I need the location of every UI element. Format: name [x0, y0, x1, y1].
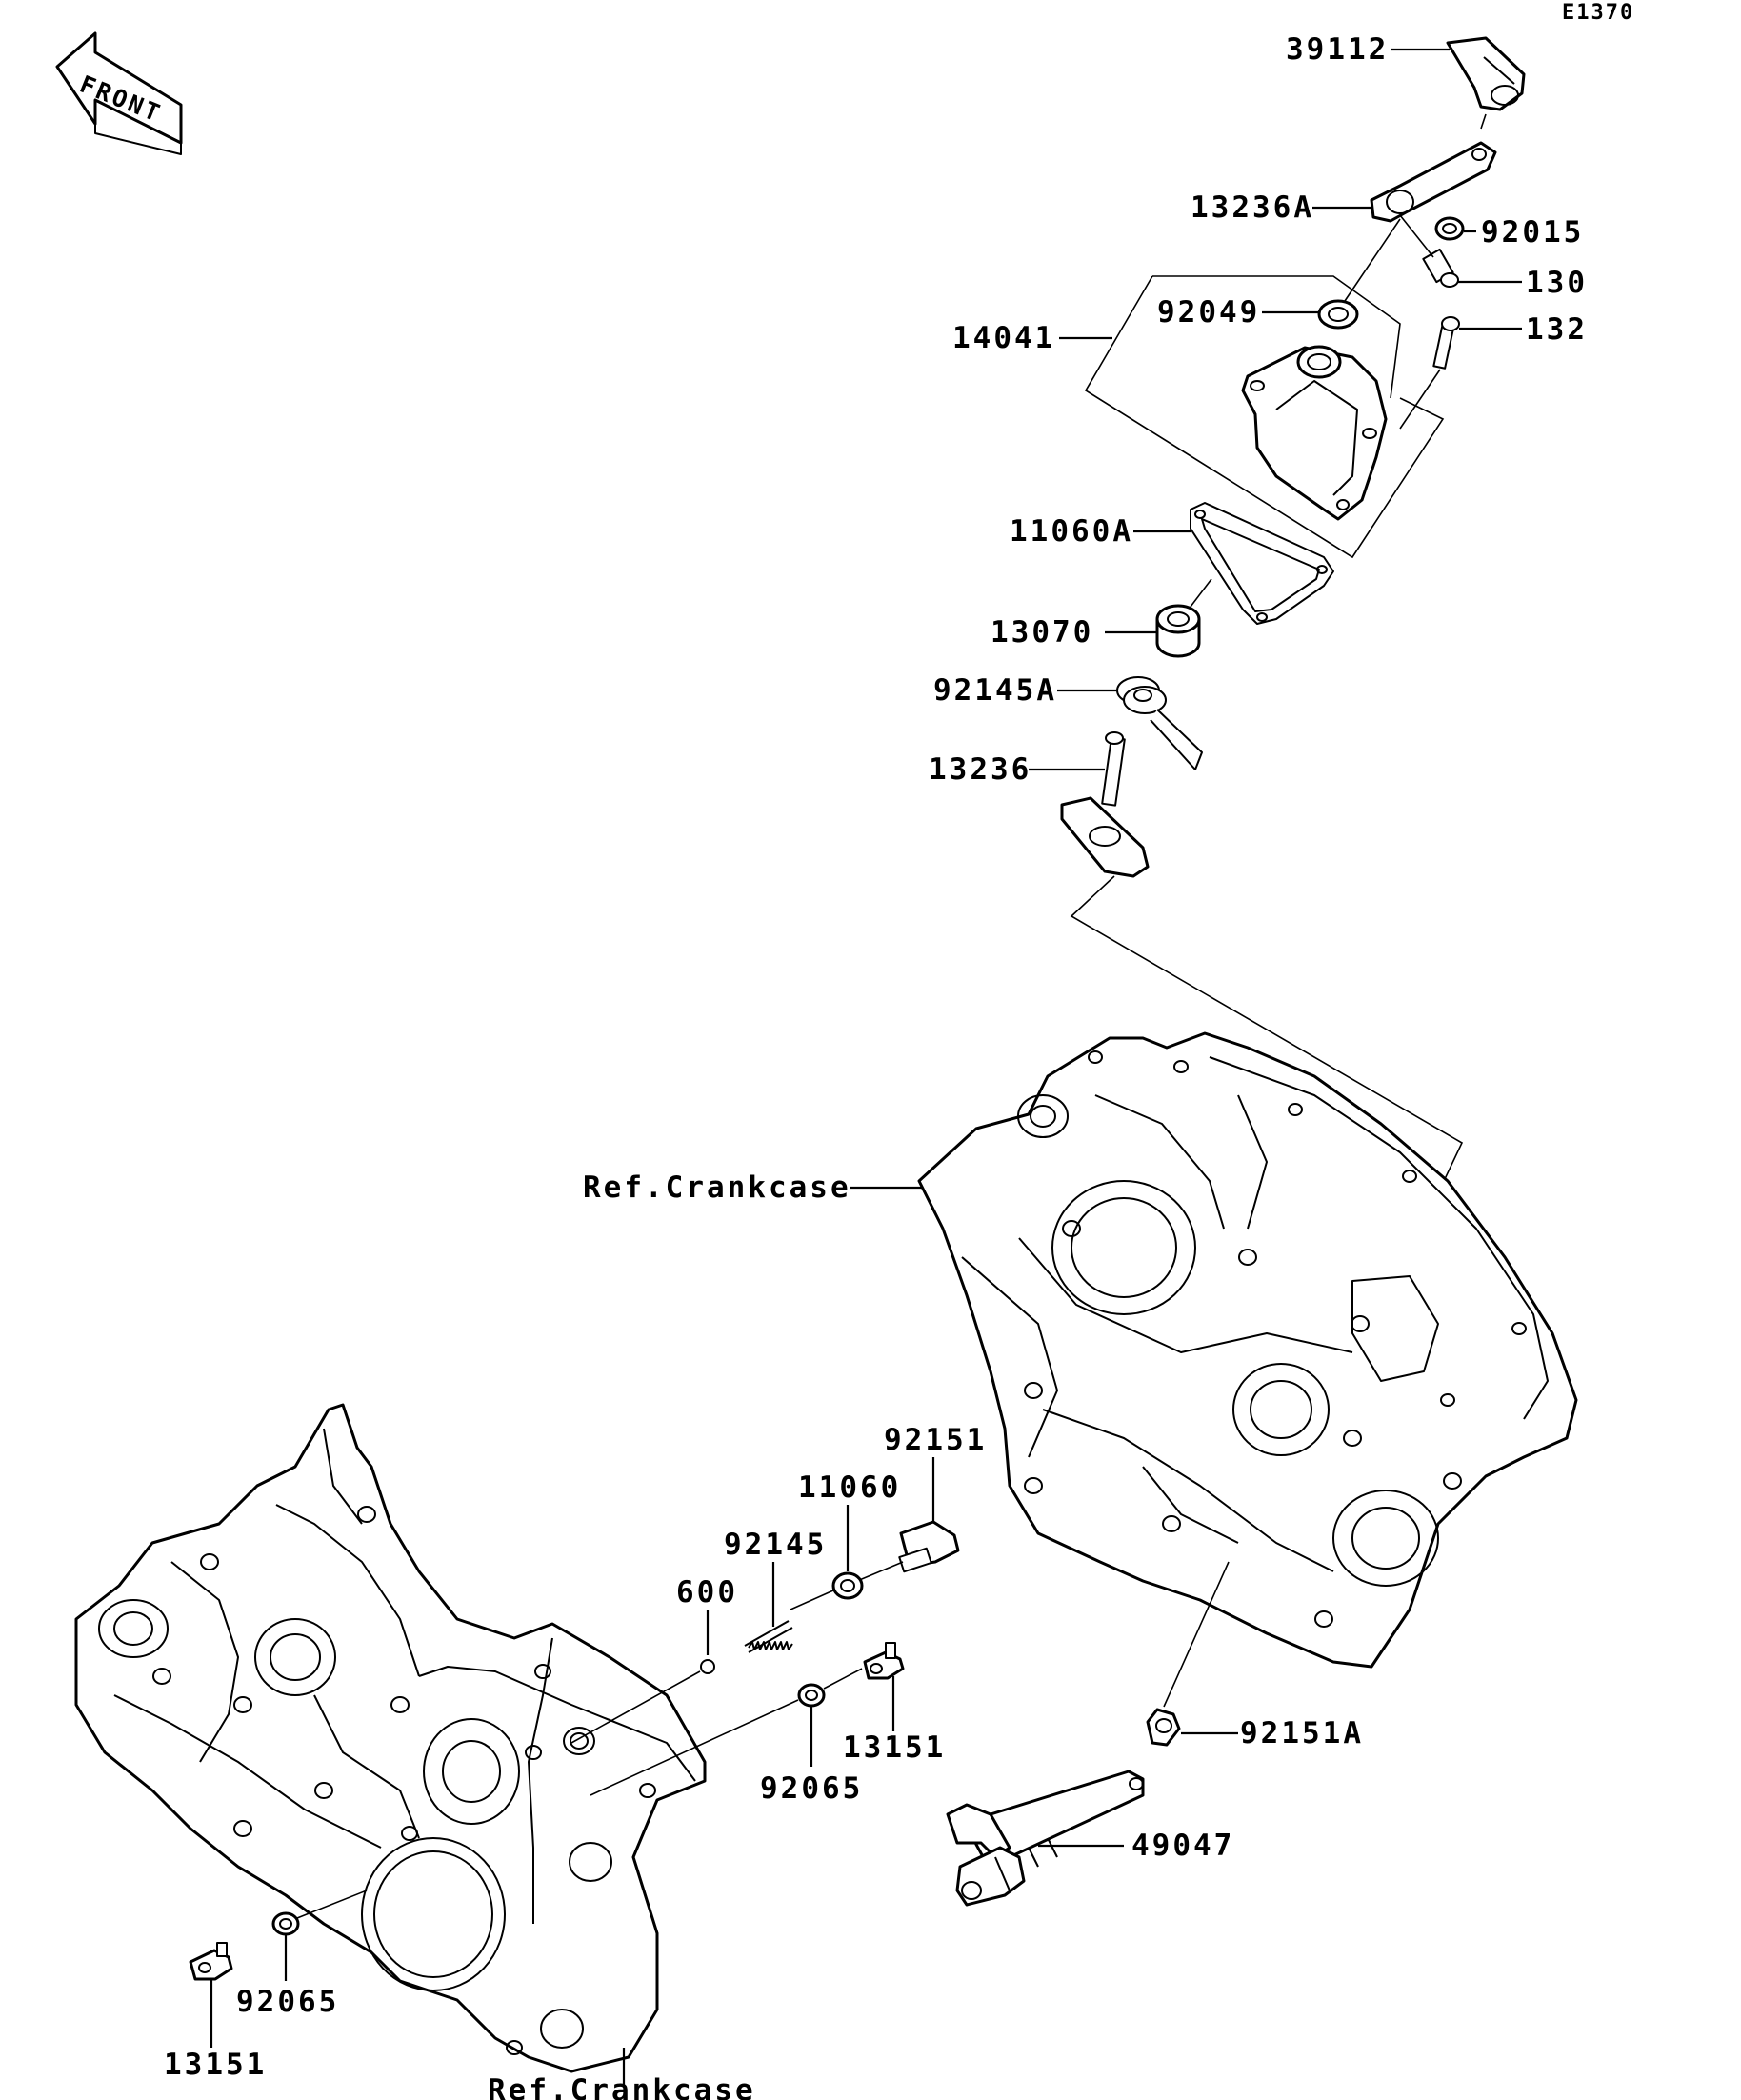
- label-92151A: 92151A: [1240, 1716, 1364, 1750]
- label-13236: 13236: [929, 752, 1031, 787]
- part-13070-collar: [1155, 604, 1201, 658]
- label-39112: 39112: [1286, 32, 1389, 67]
- label-ref-crankcase-upper: Ref.Crankcase: [583, 1170, 851, 1205]
- label-92015: 92015: [1481, 215, 1584, 250]
- part-130-bolt: [1422, 248, 1459, 288]
- part-13236-shaft: [1060, 731, 1150, 878]
- part-39112-lever: [1446, 36, 1526, 130]
- label-13070: 13070: [991, 615, 1093, 650]
- part-11060A-gasket: [1190, 502, 1334, 625]
- label-92049: 92049: [1157, 295, 1260, 330]
- label-132: 132: [1526, 312, 1588, 347]
- label-49047: 49047: [1131, 1829, 1234, 1863]
- part-92151A-plug: [1146, 1708, 1181, 1747]
- label-130: 130: [1526, 266, 1588, 300]
- part-49047-shift-fork: [946, 1770, 1145, 1907]
- label-600: 600: [676, 1575, 738, 1610]
- label-92145A: 92145A: [933, 673, 1057, 708]
- part-14041-cover: [1084, 275, 1445, 559]
- part-92015-nut: [1434, 216, 1465, 241]
- label-92145: 92145: [724, 1528, 827, 1562]
- part-92145A-spring: [1116, 676, 1203, 770]
- label-11060: 11060: [798, 1470, 901, 1505]
- part-92065-washer-mid: [797, 1683, 826, 1708]
- label-13151-mid: 13151: [843, 1730, 946, 1765]
- ref-crankcase-lower: [74, 1403, 707, 2073]
- label-14041: 14041: [952, 321, 1055, 355]
- label-13236A: 13236A: [1191, 190, 1314, 225]
- part-132-bolt: [1432, 316, 1460, 370]
- ref-crankcase-upper: [917, 1031, 1578, 1669]
- part-92145-spring: [744, 1620, 793, 1653]
- label-13151-low: 13151: [164, 2048, 267, 2082]
- part-92065-washer-low: [271, 1911, 300, 1936]
- part-13151-switch-low: [189, 1942, 233, 1981]
- part-13236A-lever: [1370, 141, 1497, 223]
- label-11060A: 11060A: [1010, 514, 1133, 549]
- front-arrow-icon: FRONT: [55, 31, 183, 155]
- part-11060-washer: [831, 1571, 864, 1600]
- label-ref-crankcase-lower: Ref.Crankcase: [488, 2073, 756, 2100]
- label-92065-low: 92065: [236, 1985, 339, 2019]
- diagram-code: E1370: [1562, 1, 1634, 25]
- part-92049-seal: [1317, 299, 1359, 330]
- part-13151-switch-mid: [863, 1642, 905, 1680]
- part-92151-plug: [898, 1520, 960, 1573]
- part-600-ball: [700, 1659, 715, 1674]
- label-92151: 92151: [884, 1423, 987, 1457]
- label-92065-mid: 92065: [760, 1771, 863, 1806]
